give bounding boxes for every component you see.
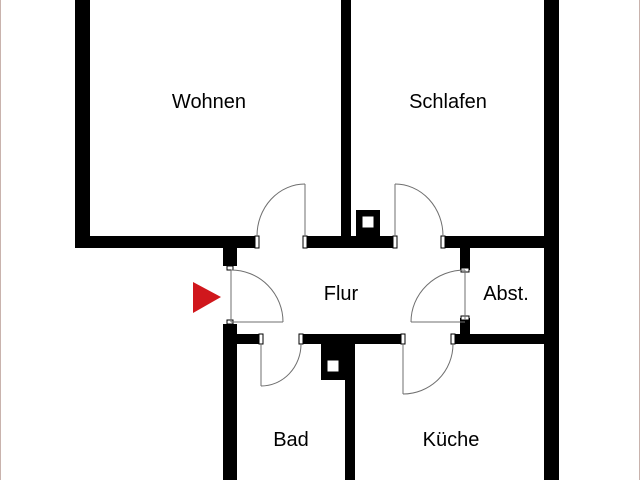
shaft-bottom-inner [326,359,340,373]
wall-wohnen-schlafen-divider [341,0,351,236]
wall-wohnen-bottom-stub [223,236,237,266]
wall-abst-left-upper [460,248,470,270]
wall-schlafen-right [544,0,559,250]
room-label-bad: Bad [273,429,309,451]
entrance-arrow-icon [193,282,221,313]
wall-abst-right [544,248,559,344]
wall-abst-left-lower [460,318,470,338]
shaft-top-inner [361,215,375,229]
wall-kueche-right [544,334,559,480]
wall-corridor-left-lower [223,324,237,480]
room-label-wohnen: Wohnen [172,91,246,113]
door-bad [258,333,304,387]
doors [226,183,470,395]
door-kueche [400,333,456,395]
door-schlafen [392,183,446,249]
door-abst [410,267,470,323]
door-entrance [226,265,284,325]
wall-corridor-top-middle [307,236,393,248]
wall-bad-kueche-divider [345,334,355,480]
door-wohnen [254,183,308,249]
room-label-kueche: Küche [423,429,480,451]
wall-schlafen-bottom [444,236,559,248]
room-label-schlafen: Schlafen [409,91,487,113]
wall-corridor-bottom-left [223,334,261,344]
wall-wohnen-left [75,0,90,248]
wall-corridor-bottom-right [453,334,559,344]
room-label-abst: Abst. [483,283,529,305]
room-label-flur: Flur [324,283,359,305]
wall-wohnen-bottom-left [75,236,255,248]
walls [75,0,559,480]
